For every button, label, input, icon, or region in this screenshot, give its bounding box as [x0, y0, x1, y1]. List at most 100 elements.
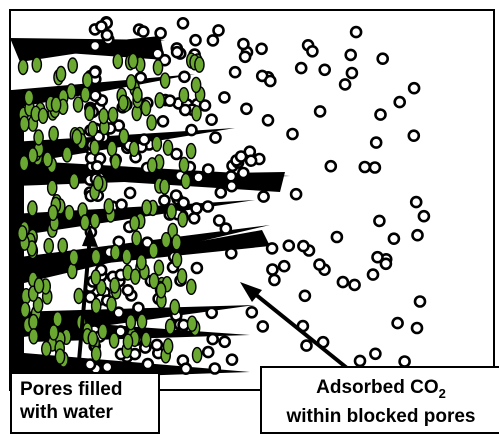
co2-molecule: [178, 70, 191, 84]
water-droplet: [27, 200, 38, 217]
water-droplet: [33, 129, 44, 146]
water-droplet: [66, 262, 78, 280]
water-droplet: [169, 298, 181, 316]
water-droplet: [153, 259, 165, 276]
water-droplet: [90, 297, 102, 315]
water-droplet: [140, 331, 152, 348]
water-droplet: [90, 345, 102, 362]
co2-molecule: [261, 114, 275, 127]
water-label-line1: Pores filled: [20, 379, 123, 400]
co2-molecule: [209, 131, 222, 144]
co2-molecule: [100, 28, 114, 42]
water-droplet: [90, 248, 102, 265]
water-droplet: [28, 328, 40, 345]
water-droplet: [118, 128, 130, 145]
water-droplet: [129, 214, 140, 232]
water-droplet: [106, 296, 117, 313]
water-droplet: [52, 311, 63, 328]
co2-molecule: [344, 48, 358, 62]
co2-molecule: [358, 160, 372, 174]
co2-molecule: [114, 325, 127, 338]
water-droplet: [151, 135, 163, 152]
water-droplet: [159, 178, 170, 195]
water-droplet: [194, 56, 205, 73]
co2-molecule: [417, 209, 431, 223]
water-droplet: [67, 57, 78, 74]
water-droplet: [185, 142, 197, 160]
water-droplet: [23, 89, 35, 106]
water-droplet: [68, 249, 80, 266]
co2-label-prefix: Adsorbed CO: [316, 377, 439, 398]
co2-molecule: [368, 161, 382, 174]
co2-molecule: [263, 74, 277, 88]
water-droplet: [136, 313, 148, 330]
co2-molecule: [398, 355, 411, 368]
co2-molecule: [163, 94, 177, 107]
co2-molecule: [154, 26, 167, 40]
co2-molecule: [156, 115, 170, 128]
water-droplet: [42, 151, 53, 168]
co2-molecule: [240, 102, 253, 116]
co2-molecule: [170, 45, 184, 59]
water-droplet: [177, 211, 188, 228]
co2-molecule: [158, 194, 171, 207]
co2-molecule: [198, 99, 212, 112]
co2-molecule: [410, 321, 424, 335]
water-droplet: [87, 120, 98, 138]
co2-molecule: [201, 345, 215, 359]
co2-molecule: [187, 212, 201, 225]
water-droplet: [162, 139, 174, 156]
co2-molecule: [190, 261, 204, 275]
co2-molecule: [306, 44, 319, 58]
water-droplet: [18, 115, 30, 133]
water-droplet: [48, 324, 60, 341]
co2-molecule: [225, 179, 238, 193]
water-droplets: [16, 52, 206, 368]
water-droplet: [48, 125, 59, 143]
co2-molecule: [112, 306, 125, 320]
co2-molecule: [336, 275, 350, 289]
water-droplet: [71, 128, 83, 146]
water-droplet: [155, 282, 167, 299]
water-droplet: [41, 340, 52, 358]
water-droplet: [103, 198, 115, 215]
co2-molecule: [179, 362, 193, 376]
water-droplet: [180, 172, 192, 190]
co2-molecule: [294, 61, 308, 75]
water-droplet: [110, 244, 121, 261]
water-droplet: [63, 204, 75, 222]
co2-molecule: [353, 354, 367, 368]
co2-molecule: [218, 91, 231, 104]
water-droplet: [146, 114, 157, 131]
co2-molecule: [225, 353, 239, 367]
water-droplet: [31, 56, 43, 73]
water-droplet: [125, 74, 137, 91]
pointer-arrows: [76, 226, 354, 374]
water-droplet: [107, 106, 119, 124]
co2-molecule: [170, 147, 183, 161]
water-droplet: [89, 212, 101, 229]
water-droplet: [164, 318, 176, 335]
water-pointer-arrow: [76, 235, 92, 373]
co2-molecule: [88, 39, 102, 53]
co2-molecule: [366, 268, 380, 281]
water-droplet: [178, 86, 190, 104]
co2-molecule: [376, 52, 390, 66]
water-droplet: [17, 58, 29, 76]
water-droplet: [72, 96, 84, 113]
water-droplet: [110, 153, 121, 171]
co2-arrow-head: [240, 282, 262, 302]
co2-molecule: [387, 232, 401, 245]
co2-molecule: [208, 362, 222, 375]
co2-molecule: [212, 214, 226, 227]
water-droplet: [154, 92, 165, 109]
water-droplet: [136, 254, 147, 271]
co2-molecule: [206, 332, 219, 346]
co2-molecule: [83, 358, 97, 371]
water-droplet: [118, 94, 129, 112]
water-droplet: [50, 96, 62, 113]
co2-molecule: [300, 339, 313, 352]
water-droplet: [92, 174, 104, 192]
water-droplet: [160, 231, 172, 249]
water-droplet: [28, 313, 39, 331]
